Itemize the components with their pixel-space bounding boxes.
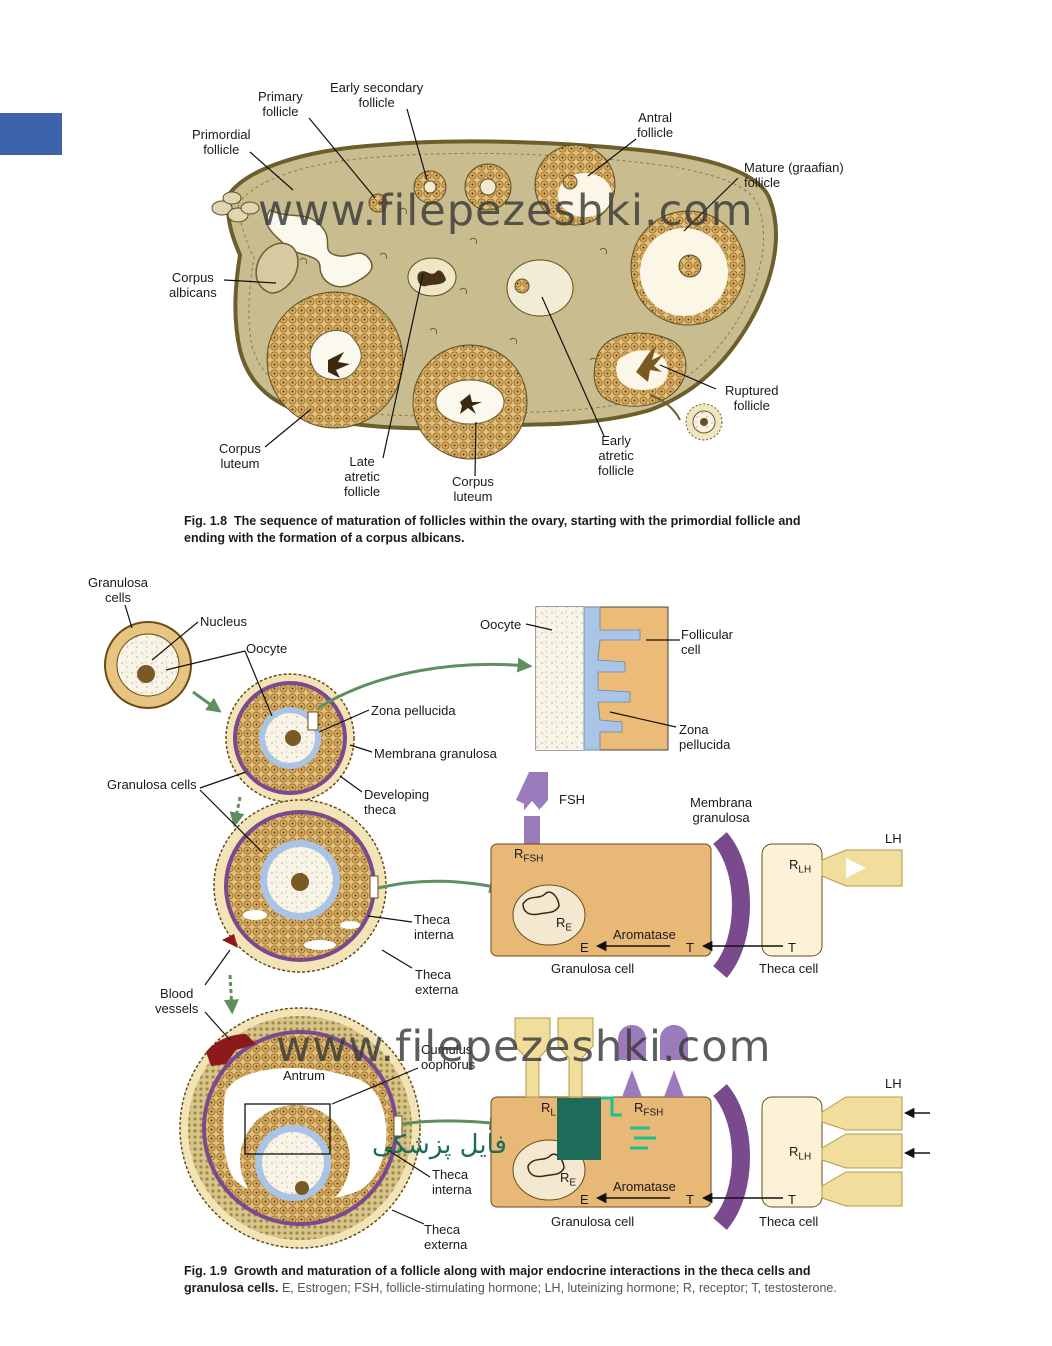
label-theca-interna-2: Theca interna xyxy=(432,1167,472,1197)
label-early-secondary-follicle: Early secondary follicle xyxy=(330,80,424,110)
label-granulosa-cell-1: Granulosa cell xyxy=(551,961,635,976)
label-fsh: FSH xyxy=(559,792,585,807)
label-primordial-follicle: Primordial follicle xyxy=(192,127,251,157)
label-cumulus-oophorus: Cumulus oophorus xyxy=(421,1042,476,1072)
label-corpus-luteum-bottom: Corpus luteum xyxy=(452,474,494,504)
label-follicular-cell: Follicular cell xyxy=(681,627,734,657)
label-zona-pellucida: Zona pellucida xyxy=(371,703,456,718)
caption-lead: Fig. 1.8 xyxy=(184,514,228,528)
label-corpus-luteum-left: Corpus luteum xyxy=(219,441,261,471)
label-antral-follicle: Antral follicle xyxy=(637,110,674,140)
cell-interaction-1 xyxy=(490,772,903,978)
label-theca-externa-2: Theca externa xyxy=(424,1222,468,1252)
label-membrana-granulosa: Membrana granulosa xyxy=(374,746,497,761)
early-atretic-follicle xyxy=(506,259,574,317)
label-ruptured-follicle: Ruptured follicle xyxy=(725,383,779,413)
label-theca-cell-1: Theca cell xyxy=(759,961,819,976)
label-theca-externa-1: Theca externa xyxy=(415,967,459,997)
fig2-leaders xyxy=(124,604,680,1225)
label-aromatase-1: Aromatase xyxy=(613,927,676,942)
logo-watermark-text: فایل پزشکی xyxy=(372,1130,507,1160)
label-blood-vessels: Blood vessels xyxy=(155,986,199,1016)
label-t-1b: T xyxy=(788,940,796,955)
corpus-albicans xyxy=(255,242,299,294)
secondary-follicle-diagram xyxy=(213,799,387,973)
chapter-tab xyxy=(0,113,62,155)
caption-fig-1-8: Fig. 1.8 The sequence of maturation of f… xyxy=(184,513,844,547)
label-r-l-2: RL xyxy=(541,1100,556,1119)
label-r-fsh-2: RFSH xyxy=(634,1100,664,1119)
label-theca-interna-1: Theca interna xyxy=(414,912,454,942)
label-nucleus: Nucleus xyxy=(200,614,247,629)
label-aromatase-2: Aromatase xyxy=(613,1179,676,1194)
antral-follicle-diagram xyxy=(179,1007,421,1249)
caption-text: The sequence of maturation of follicles … xyxy=(184,514,801,545)
primordial-follicles xyxy=(211,191,260,223)
logo-watermark xyxy=(557,1096,656,1160)
primary-follicle xyxy=(368,193,388,213)
label-corpus-albicans: Corpus albicans xyxy=(169,270,217,300)
label-r-e-2: RE xyxy=(560,1170,577,1189)
label-e-2: E xyxy=(580,1192,589,1207)
label-lh-top: LH xyxy=(885,831,902,846)
primordial-follicle-diagram xyxy=(104,621,192,709)
label-antrum: Antrum xyxy=(283,1068,325,1083)
label-lh-bottom: LH xyxy=(885,1076,902,1091)
label-t-2b: T xyxy=(788,1192,796,1207)
label-granulosa-cells: Granulosa cells xyxy=(107,777,197,792)
caption-fig-1-9: Fig. 1.9 Growth and maturation of a foll… xyxy=(184,1263,844,1297)
label-r-fsh-1: RFSH xyxy=(514,846,544,865)
watermark-bottom: www.filepezeshki.com xyxy=(276,1022,772,1072)
label-granulosa-cells-top: Granulosa cells xyxy=(88,575,148,605)
label-e-1: E xyxy=(580,940,589,955)
label-early-atretic-follicle: Early atretic follicle xyxy=(598,433,635,478)
label-t-1a: T xyxy=(686,940,694,955)
ovulated-oocyte xyxy=(685,403,723,441)
primary-follicle-diagram xyxy=(225,673,355,803)
fig1-leaders xyxy=(223,108,739,477)
label-oocyte: Oocyte xyxy=(246,641,288,656)
label-primary-follicle: Primary follicle xyxy=(258,89,303,119)
watermark-top: www.filepezeshki.com xyxy=(258,186,754,236)
label-t-2a: T xyxy=(686,1192,694,1207)
label-mature-follicle: Mature (graafian) follicle xyxy=(744,160,844,190)
label-late-atretic-follicle: Late atretic follicle xyxy=(344,454,381,499)
label-developing-theca: Developing theca xyxy=(364,787,430,817)
zona-pellucida-detail xyxy=(535,606,669,751)
label-r-lh-1: RLH xyxy=(789,857,812,876)
label-membrana-granulosa-right: Membrana granulosa xyxy=(690,795,753,825)
caption-abbreviations: E, Estrogen; FSH, follicle-stimulating h… xyxy=(281,1281,837,1295)
label-r-e-1: RE xyxy=(556,915,573,934)
label-r-lh-2: RLH xyxy=(789,1144,812,1163)
caption-bold: Growth and maturation of a follicle alon… xyxy=(184,1264,811,1295)
label-granulosa-cell-2: Granulosa cell xyxy=(551,1214,635,1229)
label-theca-cell-2: Theca cell xyxy=(759,1214,819,1229)
label-oocyte-detail: Oocyte xyxy=(480,617,522,632)
caption-lead: Fig. 1.9 xyxy=(184,1264,228,1278)
label-zona-pellucida-detail: Zona pellucida xyxy=(679,722,731,752)
growth-arrows xyxy=(192,657,533,1131)
